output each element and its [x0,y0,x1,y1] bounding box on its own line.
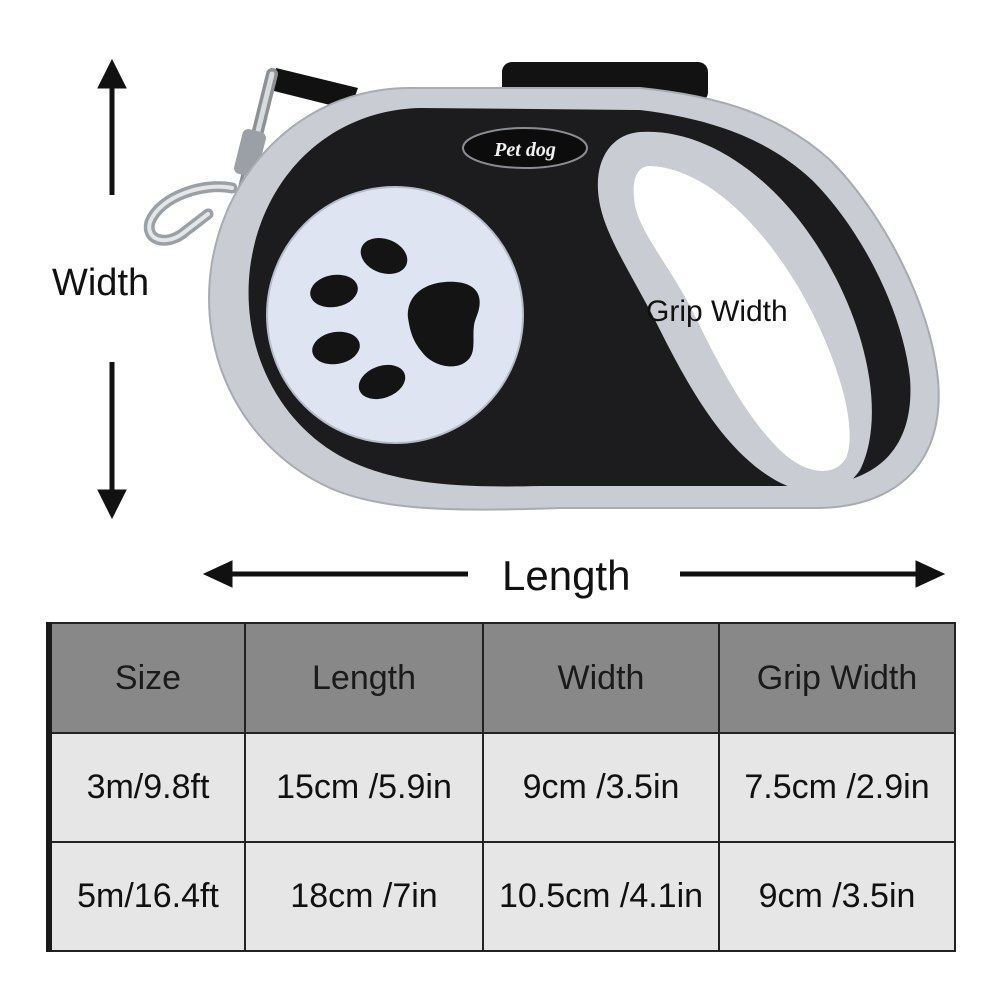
header-grip-width: Grip Width [718,622,956,734]
cell-size: 5m/16.4ft [48,841,246,952]
length-arrow-icon [202,560,946,588]
cell-length: 15cm /5.9in [244,732,484,843]
cell-width: 10.5cm /4.1in [482,841,720,952]
cell-size: 3m/9.8ft [48,732,246,843]
cell-width: 9cm /3.5in [482,732,720,843]
header-length: Length [244,622,484,734]
grip-width-dimension-label: Grip Width [646,295,788,328]
cell-length: 18cm /7in [244,841,484,952]
header-width: Width [482,622,720,734]
header-size: Size [48,622,246,734]
size-table: Size Length Width Grip Width 3m/9.8ft 15… [46,622,956,952]
table-row: 3m/9.8ft 15cm /5.9in 9cm /3.5in 7.5cm /2… [48,732,956,843]
cell-grip-width: 9cm /3.5in [718,841,956,952]
table-header-row: Size Length Width Grip Width [48,622,956,734]
table-row: 5m/16.4ft 18cm /7in 10.5cm /4.1in 9cm /3… [48,841,956,952]
brand-logo: Pet dog [462,127,588,169]
width-dimension-label: Width [52,262,150,304]
length-dimension-label: Length [502,552,631,599]
leash-illustration: Pet dog [97,58,946,588]
snap-hook-icon [143,68,358,246]
width-arrow-icon [97,58,127,520]
cell-grip-width: 7.5cm /2.9in [718,732,956,843]
leash-body [208,62,940,511]
paw-print-icon [310,238,480,400]
brand-logo-text: Pet dog [493,139,556,161]
product-figure: Pet dog Width Length Grip Width [52,58,946,599]
